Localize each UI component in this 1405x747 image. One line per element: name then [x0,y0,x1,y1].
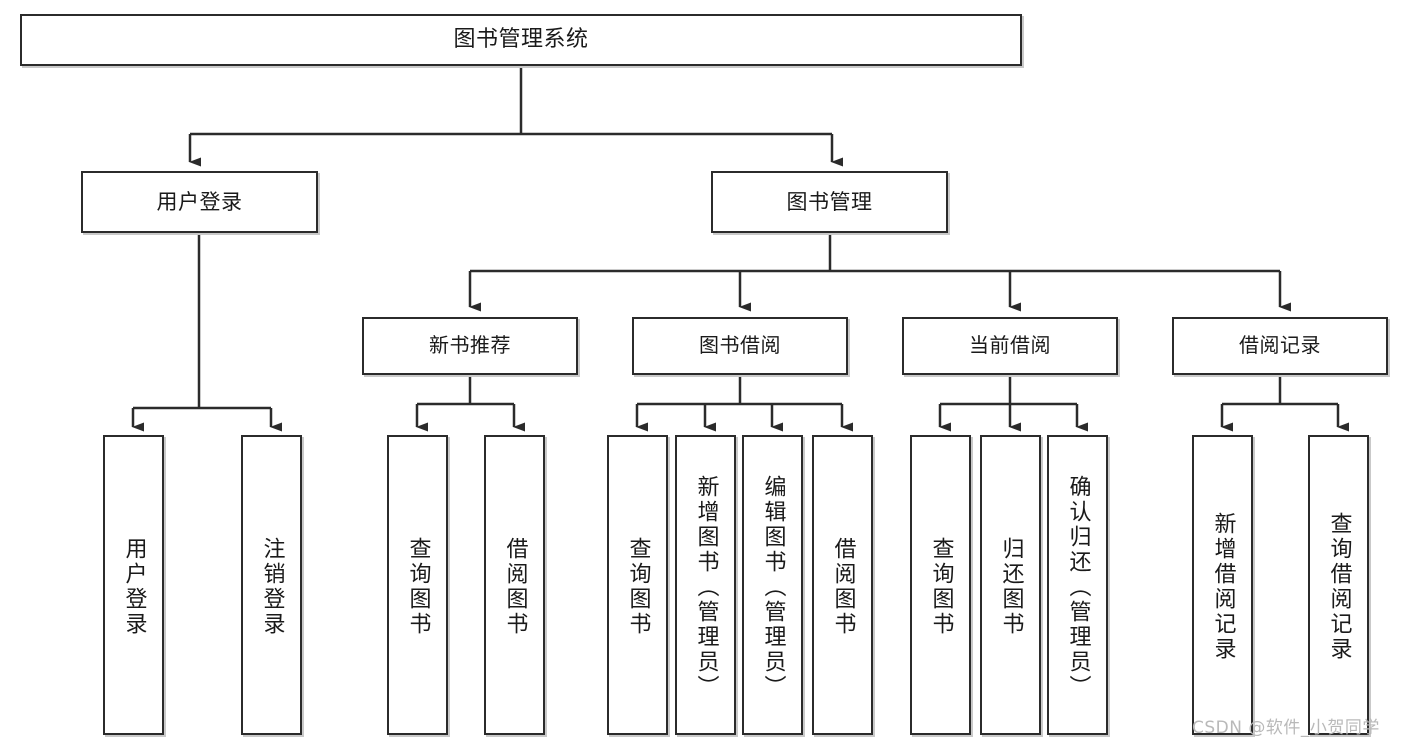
node-new-book-recommend[interactable]: 新书推荐 [362,317,578,375]
node-leaf-current-borrow-3[interactable]: 确认归还（管理员） [1047,435,1108,735]
node-leaf-book-borrow-4-label: 借阅图书 [830,537,856,637]
node-leaf-borrow-record-2-label: 查询借阅记录 [1326,512,1352,662]
node-leaf-user-login-1-label: 用户登录 [121,537,147,637]
node-leaf-borrow-record-1[interactable]: 新增借阅记录 [1192,435,1253,735]
node-leaf-new-book-1[interactable]: 查询图书 [387,435,448,735]
node-leaf-user-login-2-label: 注销登录 [259,537,285,637]
node-book-borrow[interactable]: 图书借阅 [632,317,848,375]
node-leaf-book-borrow-3-label: 编辑图书（管理员） [760,474,786,700]
node-leaf-user-login-1[interactable]: 用户登录 [103,435,164,735]
node-current-borrow-label: 当前借阅 [969,333,1051,358]
node-book-borrow-label: 图书借阅 [699,333,781,358]
node-user-login[interactable]: 用户登录 [81,171,318,233]
node-leaf-book-borrow-4[interactable]: 借阅图书 [812,435,873,735]
node-leaf-user-login-2[interactable]: 注销登录 [241,435,302,735]
node-leaf-borrow-record-1-label: 新增借阅记录 [1210,512,1236,662]
node-leaf-current-borrow-3-label: 确认归还（管理员） [1065,474,1091,700]
node-leaf-book-borrow-3[interactable]: 编辑图书（管理员） [742,435,803,735]
node-leaf-new-book-1-label: 查询图书 [405,537,431,637]
node-borrow-record[interactable]: 借阅记录 [1172,317,1388,375]
node-leaf-current-borrow-2-label: 归还图书 [998,537,1024,637]
node-new-book-recommend-label: 新书推荐 [429,333,511,358]
node-current-borrow[interactable]: 当前借阅 [902,317,1118,375]
node-borrow-record-label: 借阅记录 [1239,333,1321,358]
node-user-login-label: 用户登录 [156,189,243,214]
node-leaf-book-borrow-2[interactable]: 新增图书（管理员） [675,435,736,735]
node-leaf-book-borrow-1[interactable]: 查询图书 [607,435,668,735]
node-root-label: 图书管理系统 [453,27,589,53]
node-leaf-new-book-2-label: 借阅图书 [502,537,528,637]
node-leaf-book-borrow-2-label: 新增图书（管理员） [693,474,719,700]
csdn-watermark: CSDN @软件_小贺同学 [1192,718,1380,738]
node-leaf-new-book-2[interactable]: 借阅图书 [484,435,545,735]
node-leaf-current-borrow-2[interactable]: 归还图书 [980,435,1041,735]
node-leaf-book-borrow-1-label: 查询图书 [625,537,651,637]
node-leaf-current-borrow-1-label: 查询图书 [928,537,954,637]
node-leaf-current-borrow-1[interactable]: 查询图书 [910,435,971,735]
node-book-manage[interactable]: 图书管理 [711,171,948,233]
node-book-manage-label: 图书管理 [786,189,873,214]
node-leaf-borrow-record-2[interactable]: 查询借阅记录 [1308,435,1369,735]
node-root[interactable]: 图书管理系统 [20,14,1022,66]
